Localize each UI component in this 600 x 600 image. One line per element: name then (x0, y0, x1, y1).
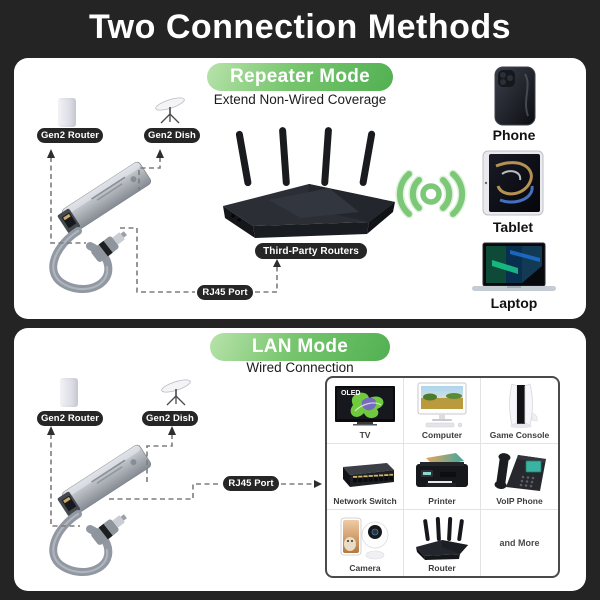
lan-device-router: Router (404, 510, 481, 576)
device-label: Camera (349, 563, 381, 573)
tablet-label: Tablet (492, 219, 534, 235)
third-party-router-image (223, 127, 395, 238)
lan-device-computer: Computer (404, 378, 481, 444)
laptop-label: Laptop (490, 295, 538, 311)
laptop-icon (472, 242, 556, 291)
phone-icon (494, 66, 536, 126)
device-label: Network Switch (333, 496, 397, 506)
gen2-router-label: Gen2 Router (37, 128, 103, 143)
rj45-port-label: RJ45 Port (197, 285, 253, 300)
lan-device-printer: Printer (404, 444, 481, 510)
tv-icon: OLED (335, 386, 395, 426)
device-label: Computer (421, 430, 463, 440)
lan-device-more: and More (481, 510, 558, 576)
repeater-subtitle: Extend Non-Wired Coverage (213, 92, 387, 107)
lan-panel: LAN Mode Wired Connection Gen2 Router Ge… (14, 328, 586, 591)
repeater-panel: Repeater Mode Extend Non-Wired Coverage … (14, 58, 586, 319)
router-icon (416, 517, 468, 560)
printer-icon (416, 453, 468, 487)
adapter-image (49, 444, 152, 576)
device-label: VoIP Phone (496, 496, 543, 506)
gen2-router-image (58, 98, 76, 127)
repeater-mode-badge: Repeater Mode (207, 63, 393, 91)
lan-device-game-console: Game Console (481, 378, 558, 444)
tablet-icon (482, 150, 544, 216)
lan-subtitle: Wired Connection (246, 360, 354, 375)
network-switch-icon (343, 463, 394, 487)
gen2-dish-label: Gen2 Dish (142, 411, 198, 426)
svg-text:OLED: OLED (341, 390, 360, 397)
page-title: Two Connection Methods (88, 8, 512, 46)
gen2-dish-image (161, 379, 191, 406)
lan-mode-badge: LAN Mode (210, 333, 390, 361)
device-label: TV (359, 430, 371, 440)
gen2-router-image (60, 378, 78, 407)
lan-device-voip-phone: VoIP Phone (481, 444, 558, 510)
rj45-port-label: RJ45 Port (223, 476, 279, 491)
device-label: Printer (428, 496, 456, 506)
camera-icon (340, 517, 389, 560)
device-label: and More (499, 538, 540, 548)
gen2-dish-label: Gen2 Dish (144, 128, 200, 143)
computer-icon (417, 382, 467, 428)
wifi-signal-icon (395, 169, 467, 219)
lan-device-tv: OLED TV (327, 378, 404, 444)
adapter-image (49, 161, 152, 293)
device-label: Game Console (489, 430, 550, 440)
lan-device-camera: Camera (327, 510, 404, 576)
gen2-dish-image (155, 97, 185, 124)
device-label: Router (428, 563, 456, 573)
phone-label: Phone (492, 127, 536, 143)
game-console-icon (508, 383, 537, 429)
voip-phone-icon (494, 453, 546, 491)
gen2-router-label: Gen2 Router (37, 411, 103, 426)
wired-devices-box: OLED TV Computer (325, 376, 560, 578)
lan-device-network-switch: Network Switch (327, 444, 404, 510)
third-party-routers-label: Third-Party Routers (255, 243, 367, 259)
